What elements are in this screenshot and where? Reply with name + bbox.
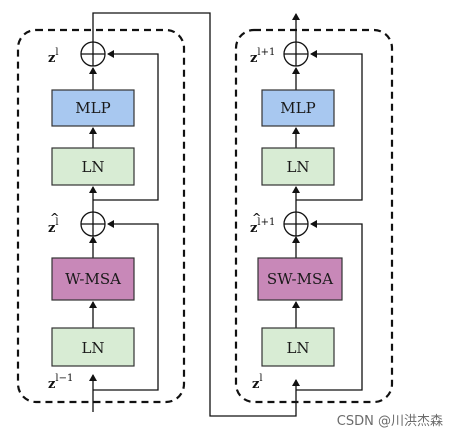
right-mlp-box xyxy=(261,89,335,127)
right-add-mid-icon xyxy=(283,211,309,237)
left-add-mid-icon xyxy=(80,211,106,237)
right-mlp-label: MLP xyxy=(280,99,315,117)
left-mlp-box xyxy=(51,89,135,127)
left-ln-top-label: LN xyxy=(81,158,104,176)
inter-block-connector xyxy=(92,12,300,417)
right-ln-bottom-label: LN xyxy=(286,339,309,357)
left-mid-hat: ^ xyxy=(50,211,59,224)
left-mid-var: zl xyxy=(48,217,59,236)
right-ln-bottom-box xyxy=(261,327,335,367)
left-block-border xyxy=(16,28,186,404)
watermark-text: CSDN @川洪杰森 xyxy=(337,414,443,429)
right-block: MLP LN SW-MSA LN zl+1 ^ zl+1 zl xyxy=(234,13,394,404)
right-ln-top-label: LN xyxy=(286,158,309,176)
left-residual-lower xyxy=(93,220,159,391)
right-msa-label: SW-MSA xyxy=(267,270,333,288)
right-residual-upper xyxy=(296,50,363,201)
right-add-top-icon xyxy=(283,41,309,67)
left-mlp-label: MLP xyxy=(75,99,110,117)
left-add-top-icon xyxy=(80,41,106,67)
right-bottom-var: zl xyxy=(252,373,263,392)
left-ln-bottom-box xyxy=(51,327,135,367)
left-top-var: zl xyxy=(48,47,59,66)
right-mid-hat: ^ xyxy=(252,211,261,224)
left-residual-upper xyxy=(93,50,159,201)
left-msa-label: W-MSA xyxy=(65,270,121,288)
left-block: MLP LN W-MSA LN zl ^ zl zl−1 xyxy=(16,28,186,412)
left-bottom-var: zl−1 xyxy=(48,373,73,392)
left-msa-box xyxy=(51,257,135,301)
right-residual-lower xyxy=(296,220,363,391)
left-ln-bottom-label: LN xyxy=(81,339,104,357)
right-msa-box xyxy=(257,257,343,301)
left-ln-top-box xyxy=(51,147,135,186)
right-top-var: zl+1 xyxy=(250,47,275,66)
right-mid-var: zl+1 xyxy=(250,217,275,236)
right-block-border xyxy=(234,28,394,404)
right-ln-top-box xyxy=(261,147,335,186)
